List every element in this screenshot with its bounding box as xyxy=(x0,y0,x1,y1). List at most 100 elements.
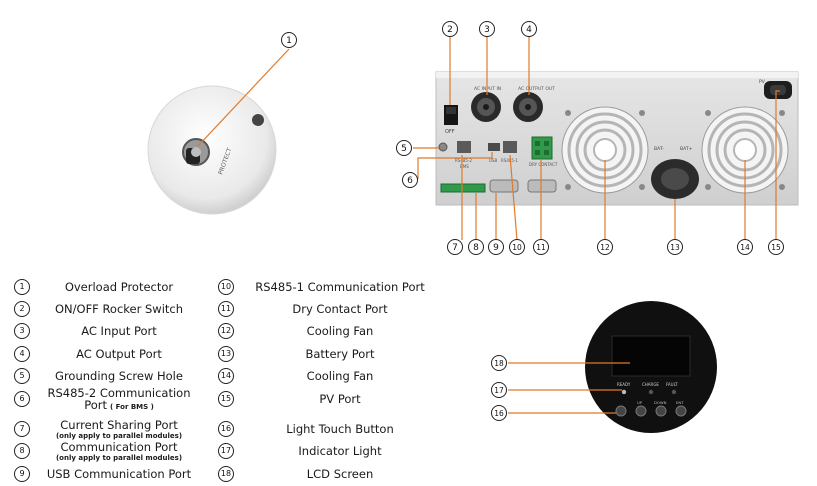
callout-17: 17 xyxy=(491,382,507,398)
callout-7: 7 xyxy=(447,239,463,255)
up-text: UP xyxy=(637,400,643,405)
charge-text: CHARGE xyxy=(642,382,659,387)
callout-number: 18 xyxy=(494,359,504,368)
legend-item: 14 Cooling Fan xyxy=(218,367,440,385)
legend-label: AC Input Port xyxy=(34,324,204,338)
callout-number: 4 xyxy=(526,25,532,35)
ac-input-port-icon: AC INPUT IN xyxy=(471,86,501,122)
legend-number: 9 xyxy=(14,466,30,482)
battery-port-icon: BAT- BAT+ xyxy=(651,146,699,199)
callout-15: 15 xyxy=(768,239,784,255)
legend-label: Cooling Fan xyxy=(240,324,440,338)
pv-port-icon: PV xyxy=(759,79,792,99)
dry-contact-text: DRY CONTACT xyxy=(529,162,558,167)
legend-number: 1 xyxy=(14,279,30,295)
callout-number: 13 xyxy=(670,243,680,252)
legend-label: LCD Screen xyxy=(240,467,440,481)
light-touch-button-icon[interactable] xyxy=(615,405,627,417)
current-sharing-port-icon xyxy=(440,183,486,193)
ent-text: ENT xyxy=(676,400,684,405)
legend-label: AC Output Port xyxy=(34,347,204,361)
legend-label-text: PV Port xyxy=(319,392,361,406)
legend-label-text: Overload Protector xyxy=(64,280,174,294)
callout-13: 13 xyxy=(667,239,683,255)
lcd-screen-icon xyxy=(611,335,691,377)
bat-plus-text: BAT+ xyxy=(680,146,693,152)
legend-label-text: Battery Port xyxy=(305,347,375,361)
legend-label-text: LCD Screen xyxy=(306,467,374,481)
down-button-icon[interactable] xyxy=(655,405,667,417)
legend-label-text: RS485-1 Communication Port xyxy=(255,280,425,294)
legend-item: 15 PV Port xyxy=(218,390,440,408)
callout-number: 15 xyxy=(771,243,781,252)
enter-button-icon[interactable] xyxy=(675,405,687,417)
legend-label: Battery Port xyxy=(240,347,440,361)
legend-item: 4 AC Output Port xyxy=(14,345,204,363)
callout-10: 10 xyxy=(509,239,525,255)
legend-label-note: ( For BMS ) xyxy=(110,403,154,411)
grounding-screw-icon xyxy=(438,142,448,152)
callout-2: 2 xyxy=(442,21,458,37)
legend-label: Indicator Light xyxy=(240,444,440,458)
legend-label-text: Communication Port xyxy=(60,440,178,454)
legend-label-text: USB Communication Port xyxy=(46,467,192,481)
legend-label: Cooling Fan xyxy=(240,369,440,383)
legend-number: 15 xyxy=(218,391,234,407)
legend-label-text: Indicator Light xyxy=(298,444,382,458)
leader-lines xyxy=(197,37,780,414)
ac-output-port-icon: AC OUTPUT OUT xyxy=(513,86,555,122)
callout-16: 16 xyxy=(491,405,507,421)
legend-number: 3 xyxy=(14,323,30,339)
overload-protector-closeup: PROTECT xyxy=(147,85,277,215)
callout-6: 6 xyxy=(402,172,418,188)
pv-text: PV xyxy=(759,79,766,85)
legend-label: USB Communication Port xyxy=(34,467,204,481)
rear-panel: OFF AC INPUT IN AC OUTPUT OUT RS485-2 BM… xyxy=(435,71,799,206)
up-button-icon[interactable] xyxy=(635,405,647,417)
callout-number: 1 xyxy=(286,36,292,46)
legend-item: 9 USB Communication Port xyxy=(14,465,204,483)
legend-number: 7 xyxy=(14,421,30,437)
dry-contact-port-icon: DRY CONTACT xyxy=(529,136,558,167)
legend-label-text: Cooling Fan xyxy=(306,324,374,338)
legend-number: 4 xyxy=(14,346,30,362)
callout-4: 4 xyxy=(521,21,537,37)
callout-number: 11 xyxy=(536,243,546,252)
legend-label: ON/OFF Rocker Switch xyxy=(34,302,204,316)
legend-number: 14 xyxy=(218,368,234,384)
legend-label: Current Sharing Port(only apply to paral… xyxy=(34,418,204,440)
legend-label-text: Dry Contact Port xyxy=(292,302,388,316)
bat-minus-text: BAT- xyxy=(654,146,664,152)
legend-label-note: (only apply to parallel modules) xyxy=(55,432,183,440)
legend-label: PV Port xyxy=(240,392,440,406)
usb-text: USB xyxy=(489,158,497,163)
callout-18: 18 xyxy=(491,355,507,371)
callout-number: 8 xyxy=(473,243,479,253)
callout-5: 5 xyxy=(396,140,412,156)
callout-number: 10 xyxy=(512,243,522,252)
callout-number: 5 xyxy=(401,144,407,154)
callout-3: 3 xyxy=(479,21,495,37)
callout-number: 17 xyxy=(494,386,504,395)
legend-label: Dry Contact Port xyxy=(240,302,440,316)
callout-9: 9 xyxy=(488,239,504,255)
legend-label: Overload Protector xyxy=(34,280,204,294)
callout-14: 14 xyxy=(737,239,753,255)
legend-label-text-2: Port xyxy=(84,398,107,412)
legend-label-text: ON/OFF Rocker Switch xyxy=(54,302,184,316)
legend-label-text: Light Touch Button xyxy=(286,422,394,436)
rs485-1-port-icon: RS485-1 xyxy=(501,141,518,163)
rocker-switch-icon: OFF xyxy=(444,105,458,135)
legend-label: Communication Port(only apply to paralle… xyxy=(34,440,204,462)
fault-text: FAULT xyxy=(666,382,678,387)
rs485-1-text: RS485-1 xyxy=(501,158,518,163)
bms-text: BMS xyxy=(460,164,469,169)
